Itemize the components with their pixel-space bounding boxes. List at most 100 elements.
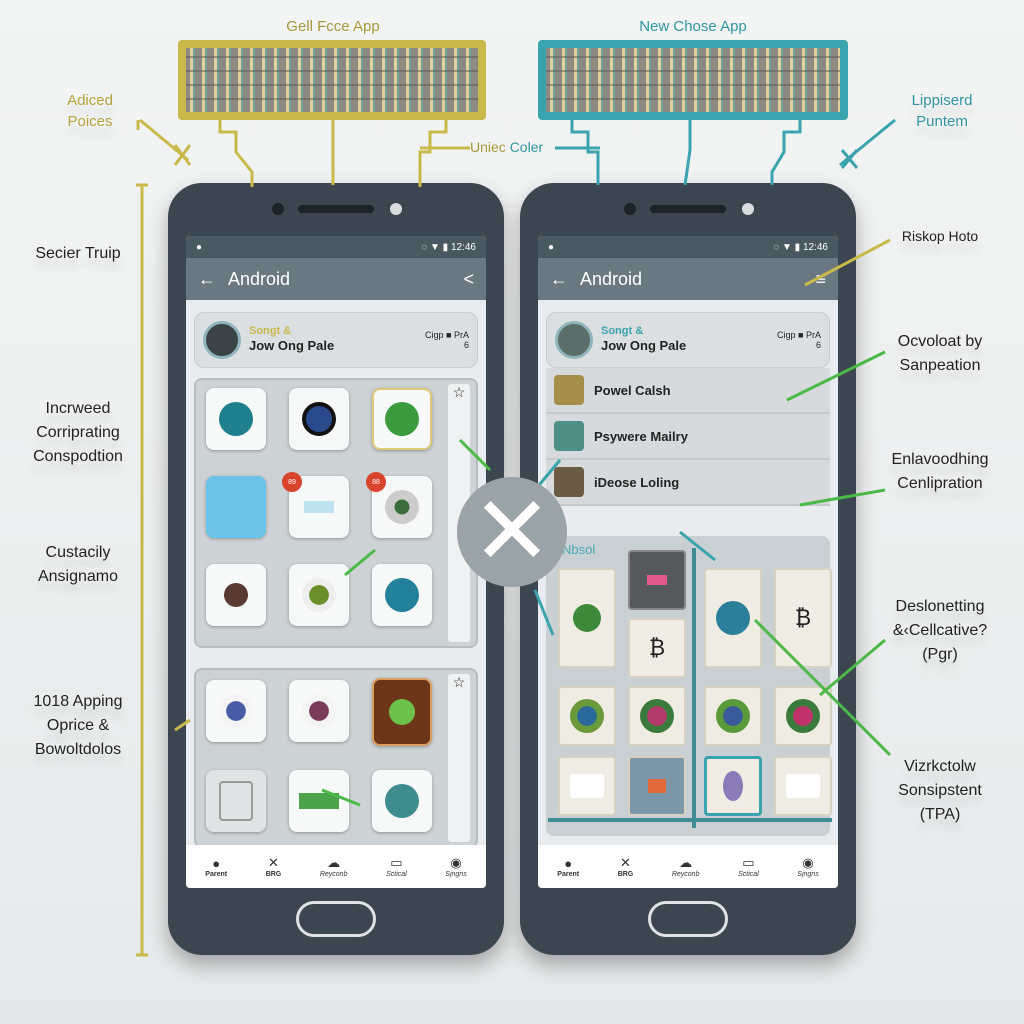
nav-item-parent[interactable]: ●Parent	[557, 855, 580, 878]
divider	[548, 818, 832, 822]
app-tile[interactable]	[289, 388, 349, 450]
app-tile[interactable]	[372, 770, 432, 832]
app-tile[interactable]	[558, 686, 616, 746]
label-line: Sanpeation	[899, 357, 981, 374]
list-item[interactable]: Psywere Mailry	[546, 414, 830, 460]
app-tile[interactable]	[558, 756, 616, 816]
favorite-star-icon[interactable]: ☆	[448, 674, 470, 842]
nav-item-folder[interactable]: ▭Sctical	[386, 855, 407, 878]
status-icons: ◌ ▼ ▮ 12:46	[773, 241, 828, 253]
nav-item-settings[interactable]: ◉Sjngns	[797, 855, 819, 878]
app-tile[interactable]: ₿	[774, 568, 832, 668]
app-tile[interactable]	[289, 680, 349, 742]
label-line: &‹Cellcative?	[892, 622, 988, 639]
settings-dot-icon: ●	[196, 241, 203, 253]
camera-icon	[624, 203, 636, 215]
nav-label: BRG	[617, 871, 634, 878]
nav-item-cloud[interactable]: ☁Reyconb	[671, 855, 700, 878]
nav-label: Sctical	[738, 871, 759, 878]
app-tile[interactable]	[704, 686, 762, 746]
list-item[interactable]: Powel Calsh	[546, 368, 830, 414]
app-tile[interactable]	[372, 388, 432, 450]
notification-badge: 89	[282, 472, 302, 492]
back-arrow-icon[interactable]: ←	[198, 268, 216, 289]
right-app-title: New Chose App	[639, 18, 747, 35]
app-tile[interactable]	[289, 770, 349, 832]
label-line: Sonsipstent	[898, 782, 982, 799]
home-button[interactable]	[648, 901, 728, 937]
nav-item-folder[interactable]: ▭Sctical	[738, 855, 759, 878]
app-tile[interactable]	[704, 756, 762, 816]
right-phone: ●◌ ▼ ▮ 12:46 ← Android ≡ Songt &Jow Ong Pa…	[520, 183, 856, 955]
side-label-right-4: Deslonetting&‹Cellcative?(Pgr)	[870, 595, 1010, 667]
notification-badge: 88	[366, 472, 386, 492]
label-line: Enlavoodhing	[891, 451, 989, 468]
nav-item-parent[interactable]: ●Parent	[205, 855, 228, 878]
list-item[interactable]: iDeose Loling	[546, 460, 830, 506]
label-line: Corriprating	[36, 424, 120, 441]
app-tile[interactable]	[704, 568, 762, 668]
nav-item-cloud[interactable]: ☁Reyconb	[319, 855, 348, 878]
list-thumb	[554, 467, 584, 497]
app-tile[interactable]	[558, 568, 616, 668]
list-thumb	[554, 375, 584, 405]
sensor-icon	[742, 203, 754, 215]
nav-item-brg[interactable]: ✕BRG	[617, 855, 634, 878]
section-label: Nbsol	[562, 542, 596, 557]
label-line: Incrweed	[45, 400, 111, 417]
app-tile[interactable]	[774, 686, 832, 746]
app-tile[interactable]	[774, 756, 832, 816]
nav-item-settings[interactable]: ◉Sjngns	[445, 855, 467, 878]
app-bar-title: Android	[228, 268, 291, 289]
app-bar-title: Android	[580, 268, 643, 289]
app-grid-panel-2: ☆	[194, 668, 478, 848]
divider	[692, 548, 696, 828]
left-app-title: Gell Fcce App	[286, 18, 380, 35]
status-icons: ◌ ▼ ▮ 12:46	[421, 241, 476, 253]
app-tile[interactable]	[628, 686, 686, 746]
app-tile[interactable]	[206, 564, 266, 626]
app-grid-panel-1: 89 88 ☆	[194, 378, 478, 648]
label-line: 1018 Apping	[33, 693, 123, 710]
bitcoin-icon: ₿	[648, 635, 666, 660]
app-tile[interactable]	[372, 564, 432, 626]
bottom-nav: ●Parent ✕BRG ☁Reyconb ▭Sctical ◉Sjngns	[186, 845, 486, 888]
nav-label: Sjngns	[445, 871, 467, 878]
app-tile[interactable]	[206, 388, 266, 450]
card-meta: Cigp ■ PrA	[777, 330, 821, 340]
card-meta: Cigp ■ PrA	[425, 330, 469, 340]
app-bar: ← Android <	[186, 258, 486, 300]
nav-item-brg[interactable]: ✕BRG	[265, 855, 282, 878]
home-button[interactable]	[296, 901, 376, 937]
app-tile[interactable]	[206, 476, 266, 538]
side-label-left-1: Secier Truip	[8, 242, 148, 266]
label-line: Puntem	[916, 113, 968, 130]
share-icon[interactable]: <	[463, 268, 474, 289]
nav-label: BRG	[265, 871, 282, 878]
nav-label: Sctical	[386, 871, 407, 878]
back-arrow-icon[interactable]: ←	[550, 268, 568, 289]
app-tile[interactable]: ₿	[628, 618, 686, 678]
label-line: Lippiserd	[911, 92, 973, 109]
app-tile[interactable]	[372, 678, 432, 746]
app-tile[interactable]	[628, 550, 686, 610]
connector-label-a: Uniec	[470, 139, 506, 155]
left-screen: ● ◌ ▼ ▮ 12:46 ← Android < Songt &Jow Ong Pa…	[186, 236, 486, 888]
label-line: Secier Truip	[35, 245, 121, 262]
label-line: Cenlipration	[897, 475, 983, 492]
connector-label-b: Coler	[509, 139, 544, 155]
app-tile[interactable]	[206, 770, 266, 832]
menu-icon[interactable]: ≡	[815, 268, 826, 289]
app-tile[interactable]	[206, 680, 266, 742]
status-bar: ●◌ ▼ ▮ 12:46	[538, 236, 838, 258]
speaker	[298, 205, 374, 213]
app-tile[interactable]	[628, 756, 686, 816]
card-title: Jow Ong Pale	[601, 338, 687, 353]
app-tile[interactable]	[289, 564, 349, 626]
